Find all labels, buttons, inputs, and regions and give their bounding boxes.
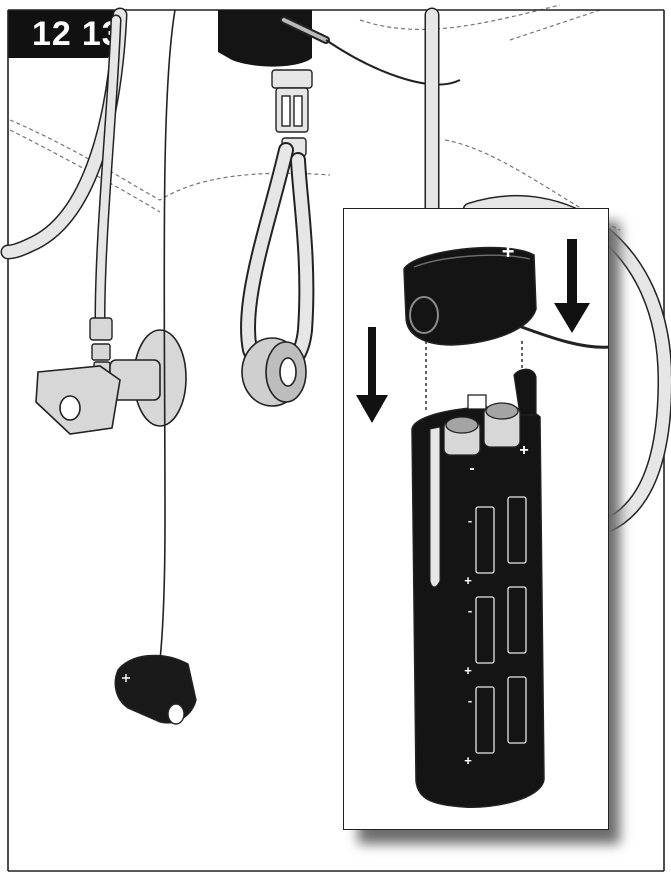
sensor-module bbox=[114, 654, 197, 725]
battery-detail-inset: + bbox=[343, 208, 609, 830]
sensor-cable bbox=[159, 9, 176, 661]
battery-cable bbox=[518, 324, 608, 349]
supply-line bbox=[94, 14, 122, 326]
hose-weight bbox=[241, 337, 307, 407]
cell-1-plus: + bbox=[464, 573, 472, 588]
cell-3-plus: + bbox=[464, 753, 472, 768]
step-number-12: 12 bbox=[32, 15, 72, 53]
pack-polarity-plus: + bbox=[519, 442, 528, 459]
cell-1-minus: - bbox=[468, 513, 472, 528]
pack-polarity-minus: - bbox=[469, 460, 474, 477]
insert-arrow-right bbox=[554, 239, 590, 333]
cell-2-minus: - bbox=[468, 603, 472, 618]
battery-pack bbox=[411, 368, 545, 808]
aa-batteries-top bbox=[443, 394, 521, 456]
control-box bbox=[218, 10, 461, 86]
battery-cap: + bbox=[403, 239, 537, 346]
hose-connector bbox=[271, 69, 313, 157]
supply-hose-right bbox=[424, 7, 671, 533]
cap-plus-symbol: + bbox=[502, 239, 515, 264]
shutoff-valve bbox=[35, 329, 187, 435]
battery-pack-detail: + bbox=[356, 239, 608, 808]
cell-2-plus: + bbox=[464, 663, 472, 678]
insert-arrow-left bbox=[356, 327, 388, 423]
pull-out-hose bbox=[240, 142, 315, 379]
battery-cell-outlines bbox=[475, 496, 527, 754]
polarity-labels: - + - + - + - + bbox=[464, 442, 528, 768]
cell-3-minus: - bbox=[468, 693, 472, 708]
